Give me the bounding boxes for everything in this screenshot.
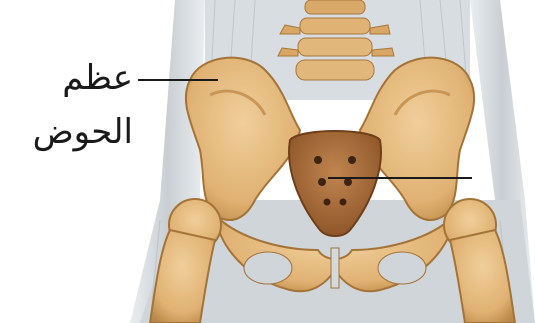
pelvis-label-line1: عظم	[62, 58, 133, 98]
pelvis-label-line2: الحوض	[33, 112, 133, 152]
